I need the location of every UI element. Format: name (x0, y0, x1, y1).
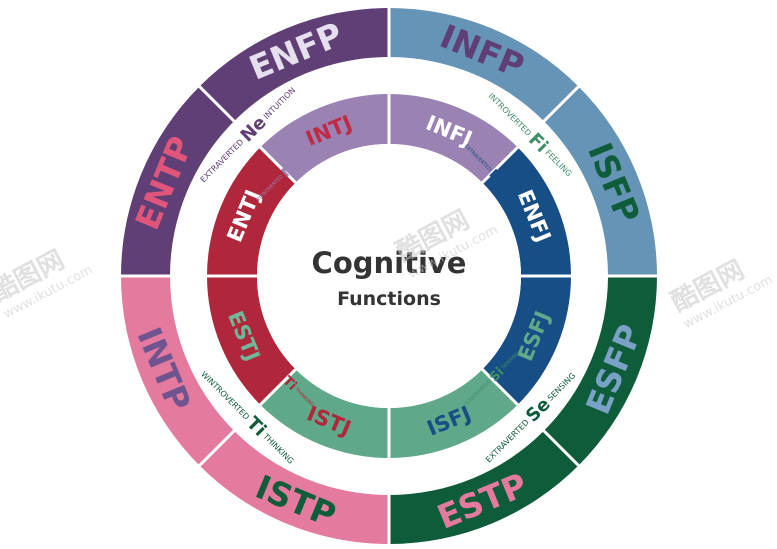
outer-sector-estp (389, 430, 579, 544)
inner-sector-infj (389, 94, 518, 183)
center-disc (257, 144, 521, 408)
outer-sector-isfp (543, 86, 657, 276)
inner-sector-isfj (389, 369, 518, 459)
ring-divider (197, 84, 236, 123)
ring-divider (481, 146, 519, 184)
ring-divider (259, 146, 297, 184)
outer-sector-istp (199, 430, 389, 544)
outer-sector-esfp (543, 276, 657, 466)
ring-divider (481, 368, 519, 406)
inner-sector-intj (260, 94, 389, 183)
inner-sector-entj (207, 147, 296, 276)
ring-divider (542, 429, 581, 468)
center-title: Cognitive (312, 246, 467, 280)
inner-ring (207, 94, 571, 459)
ring-divider (542, 84, 581, 123)
inner-sector-enfj (482, 147, 571, 276)
outer-sector-entp (121, 86, 235, 276)
inner-sector-istj (260, 369, 389, 458)
ring-divider (259, 368, 297, 406)
inner-sector-esfj (482, 276, 571, 405)
outer-ring (121, 8, 657, 544)
outer-sector-infp (389, 8, 579, 122)
ring-dividers (120, 7, 658, 545)
center-subtitle: Functions (337, 288, 441, 310)
outer-sector-enfp (199, 8, 389, 122)
inner-sector-estj (207, 276, 296, 405)
outer-sector-intp (121, 276, 235, 466)
ring-divider (197, 429, 236, 468)
